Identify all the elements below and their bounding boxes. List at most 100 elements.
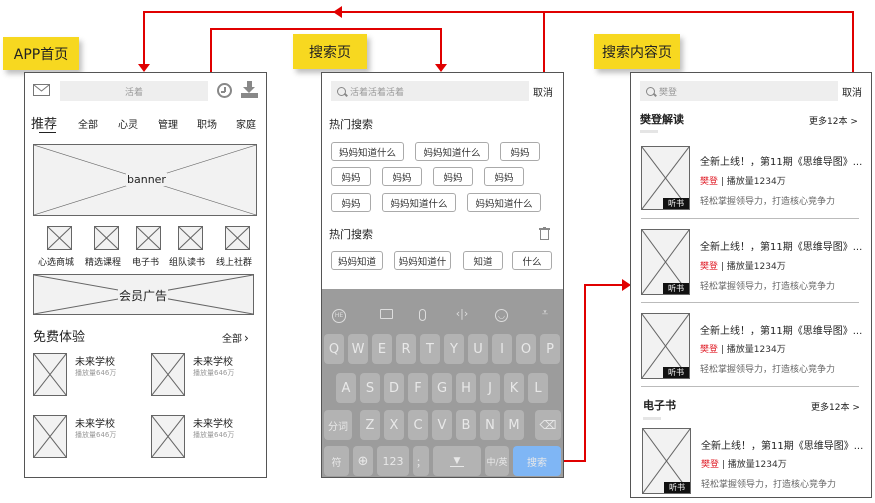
- key-z[interactable]: Z: [360, 410, 380, 440]
- mail-icon[interactable]: [33, 84, 50, 96]
- key-f[interactable]: F: [408, 373, 428, 403]
- category-label[interactable]: 精选课程: [85, 258, 122, 268]
- tab-all[interactable]: 全部: [78, 120, 98, 131]
- category-icon-placeholder[interactable]: [178, 226, 203, 250]
- result-title[interactable]: 全新上线！，第11期《思维导图》...: [700, 242, 863, 253]
- history-tag[interactable]: 妈妈知道: [331, 251, 383, 270]
- result-cover[interactable]: 听书: [641, 146, 690, 210]
- tab-management[interactable]: 管理: [158, 120, 178, 131]
- free-item-title[interactable]: 未来学校: [75, 357, 115, 368]
- key-j[interactable]: J: [480, 373, 500, 403]
- backspace-key[interactable]: ⌫: [535, 410, 561, 440]
- key-x[interactable]: X: [384, 410, 404, 440]
- emoji-icon[interactable]: ◡: [495, 309, 508, 322]
- cancel-button[interactable]: 取消: [842, 88, 862, 99]
- key-segment[interactable]: 分词: [324, 410, 352, 440]
- result-author[interactable]: 樊登: [700, 345, 719, 355]
- result-title[interactable]: 全新上线！，第11期《思维导图》...: [701, 441, 864, 452]
- free-item-cover[interactable]: [33, 353, 67, 396]
- free-item-title[interactable]: 未来学校: [193, 419, 233, 430]
- search-submit-key[interactable]: 搜索: [513, 446, 561, 476]
- hot-tag[interactable]: 妈妈: [484, 167, 524, 186]
- key-i[interactable]: I: [492, 334, 512, 364]
- key-g[interactable]: G: [432, 373, 452, 403]
- member-ad-placeholder[interactable]: 会员广告: [33, 274, 254, 315]
- key-m[interactable]: M: [504, 410, 524, 440]
- hot-tag[interactable]: 妈妈: [382, 167, 422, 186]
- key-symbols[interactable]: 符: [324, 446, 349, 476]
- hot-tag[interactable]: 妈妈知道什么: [467, 193, 541, 212]
- search-input[interactable]: 樊登: [640, 81, 838, 101]
- hot-tag[interactable]: 妈妈知道什么: [331, 142, 404, 161]
- key-d[interactable]: D: [384, 373, 404, 403]
- trash-icon[interactable]: [539, 227, 550, 240]
- category-label[interactable]: 线上社群: [216, 258, 253, 268]
- key-y[interactable]: Y: [444, 334, 464, 364]
- key-q[interactable]: Q: [324, 334, 344, 364]
- result-author[interactable]: 樊登: [700, 177, 719, 187]
- category-label[interactable]: 电子书: [132, 258, 160, 268]
- result-author[interactable]: 樊登: [701, 460, 720, 470]
- result-title[interactable]: 全新上线！，第11期《思维导图》...: [700, 157, 863, 168]
- key-c[interactable]: C: [408, 410, 428, 440]
- hot-tag[interactable]: 妈妈: [500, 142, 540, 161]
- hot-tag[interactable]: 妈妈: [331, 167, 371, 186]
- cancel-button[interactable]: 取消: [533, 88, 553, 99]
- category-icon-placeholder[interactable]: [136, 226, 161, 250]
- key-s[interactable]: S: [360, 373, 380, 403]
- key-l[interactable]: L: [528, 373, 548, 403]
- key-w[interactable]: W: [348, 334, 368, 364]
- hot-tag[interactable]: 妈妈知道什么: [415, 142, 489, 161]
- cursor-icon[interactable]: ‹|›: [455, 307, 469, 320]
- download-icon[interactable]: [241, 81, 258, 98]
- free-section-more-link[interactable]: 全部›: [222, 330, 249, 346]
- key-v[interactable]: V: [432, 410, 452, 440]
- microphone-icon[interactable]: [419, 309, 426, 321]
- history-tag[interactable]: 知道: [463, 251, 503, 270]
- key-k[interactable]: K: [504, 373, 524, 403]
- hot-tag[interactable]: 妈妈: [433, 167, 473, 186]
- key-p[interactable]: P: [540, 334, 560, 364]
- category-label[interactable]: 心选商城: [38, 258, 75, 268]
- result-author[interactable]: 樊登: [700, 262, 719, 272]
- history-tag[interactable]: 妈妈知道什: [394, 251, 451, 270]
- key-t[interactable]: T: [420, 334, 440, 364]
- history-clock-icon[interactable]: [217, 83, 232, 98]
- category-icon-placeholder[interactable]: [225, 226, 250, 250]
- tab-career[interactable]: 职场: [197, 120, 217, 131]
- globe-key[interactable]: ⊕: [353, 446, 373, 476]
- key-e[interactable]: E: [372, 334, 392, 364]
- free-item-title[interactable]: 未来学校: [193, 357, 233, 368]
- key-b[interactable]: B: [456, 410, 476, 440]
- banner-placeholder[interactable]: banner: [33, 144, 257, 216]
- result-title[interactable]: 全新上线！，第11期《思维导图》...: [700, 326, 863, 337]
- result-cover[interactable]: 听书: [641, 229, 690, 295]
- free-item-cover[interactable]: [33, 415, 67, 458]
- key-language-toggle[interactable]: 中/英: [485, 446, 509, 476]
- key-h[interactable]: H: [456, 373, 476, 403]
- free-item-cover[interactable]: [151, 353, 185, 396]
- category-icon-placeholder[interactable]: [47, 226, 72, 250]
- section-more-link[interactable]: 更多12本 >: [809, 117, 858, 127]
- section-more-link[interactable]: 更多12本 >: [811, 403, 860, 413]
- tab-mind[interactable]: 心灵: [118, 120, 138, 131]
- free-item-title[interactable]: 未来学校: [75, 419, 115, 430]
- collapse-keyboard-icon[interactable]: ⩡: [541, 306, 549, 319]
- history-tag[interactable]: 什么: [512, 251, 552, 270]
- key-o[interactable]: O: [516, 334, 536, 364]
- key-a[interactable]: A: [336, 373, 356, 403]
- free-item-cover[interactable]: [151, 415, 185, 458]
- hot-tag[interactable]: 妈妈: [331, 193, 371, 212]
- home-search-input[interactable]: 活着: [60, 81, 208, 101]
- search-input[interactable]: 活着活着活着: [331, 81, 529, 101]
- result-cover[interactable]: 听书: [641, 313, 690, 379]
- message-icon[interactable]: [380, 309, 393, 319]
- key-semicolon[interactable]: ；: [413, 446, 429, 476]
- handwriting-icon[interactable]: HE: [332, 309, 346, 323]
- category-icon-placeholder[interactable]: [94, 226, 119, 250]
- key-n[interactable]: N: [480, 410, 500, 440]
- hot-tag[interactable]: 妈妈知道什么: [382, 193, 456, 212]
- result-cover[interactable]: 听书: [642, 428, 691, 494]
- category-label[interactable]: 组队读书: [169, 258, 206, 268]
- key-r[interactable]: R: [396, 334, 416, 364]
